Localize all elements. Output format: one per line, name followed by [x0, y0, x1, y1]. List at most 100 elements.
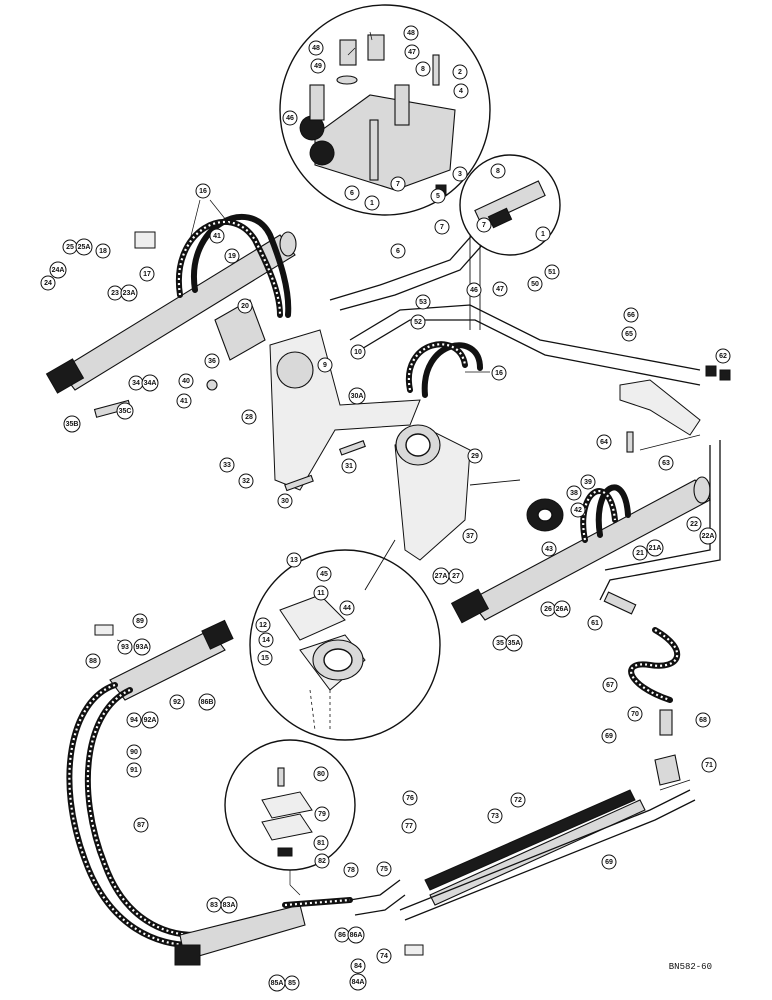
- callout-92: 92: [169, 694, 185, 710]
- callout-7: 7: [476, 217, 492, 233]
- callout-32: 32: [238, 473, 254, 489]
- callout-label: 22A: [702, 533, 715, 540]
- callout-bubble: [646, 539, 664, 557]
- callout-81: 81: [313, 835, 329, 851]
- callout-67: 67: [602, 677, 618, 693]
- callout-bubble: [310, 58, 326, 74]
- callout-28: 28: [241, 409, 257, 425]
- callout-bubble: [308, 40, 324, 56]
- callout-bubble: [178, 373, 194, 389]
- bottom-cylinder-assembly: [66, 619, 424, 966]
- callout-label: 16: [495, 370, 503, 377]
- callout-83: 83: [206, 897, 222, 913]
- middle-hoses-16: [405, 341, 483, 398]
- callout-bubble: [282, 110, 298, 126]
- callout-1: 1: [535, 226, 551, 242]
- callout-bubble: [487, 808, 503, 824]
- callout-bubble: [715, 348, 731, 364]
- callout-46: 46: [282, 110, 298, 126]
- callout-label: 24A: [52, 267, 65, 274]
- callout-49: 49: [310, 58, 326, 74]
- callout-25a: 25A: [75, 238, 93, 256]
- callout-78: 78: [343, 862, 359, 878]
- callout-label: 7: [440, 224, 444, 231]
- callout-65: 65: [621, 326, 637, 342]
- callout-label: 3: [458, 171, 462, 178]
- callout-label: 49: [314, 63, 322, 70]
- callout-bubble: [490, 163, 506, 179]
- callout-label: 83A: [223, 902, 236, 909]
- callout-label: 51: [548, 269, 556, 276]
- callout-label: 19: [228, 253, 236, 260]
- callout-label: 35A: [508, 640, 521, 647]
- callout-52: 52: [410, 314, 426, 330]
- callout-bubble: [544, 264, 560, 280]
- callout-bubble: [623, 307, 639, 323]
- callout-label: 86: [338, 932, 346, 939]
- callout-label: 64: [600, 439, 608, 446]
- callout-bubble: [277, 493, 293, 509]
- callout-bubble: [404, 44, 420, 60]
- callout-bubble: [350, 344, 366, 360]
- callout-label: 69: [605, 733, 613, 740]
- callout-label: 73: [491, 813, 499, 820]
- callout-bubble: [601, 854, 617, 870]
- callout-bubble: [452, 166, 468, 182]
- right-hose-line: [599, 440, 721, 786]
- callout-bubble: [410, 314, 426, 330]
- callout-label: 74: [380, 953, 388, 960]
- callout-34a: 34A: [141, 374, 159, 392]
- callout-bubble: [699, 527, 717, 545]
- callout-77: 77: [401, 818, 417, 834]
- callout-bubble: [430, 188, 446, 204]
- callout-label: 46: [286, 115, 294, 122]
- callout-bubble: [241, 409, 257, 425]
- callout-label: 68: [699, 717, 707, 724]
- callout-label: 37: [466, 533, 474, 540]
- callout-label: 47: [408, 49, 416, 56]
- callout-bubble: [476, 217, 492, 233]
- callout-43: 43: [541, 541, 557, 557]
- callout-label: 4: [459, 88, 463, 95]
- callout-12: 12: [255, 617, 271, 633]
- callout-label: 26: [544, 606, 552, 613]
- callout-bubble: [339, 600, 355, 616]
- callout-1: 1: [364, 195, 380, 211]
- callout-17: 17: [139, 266, 155, 282]
- callout-bubble: [75, 238, 93, 256]
- callout-bubble: [658, 455, 674, 471]
- callout-85: 85: [284, 975, 300, 991]
- callout-bubble: [63, 415, 81, 433]
- callout-bubble: [632, 545, 648, 561]
- long-tubes: [399, 779, 696, 921]
- callout-bubble: [117, 639, 133, 655]
- callout-label: 81: [317, 840, 325, 847]
- control-valve-inset: [279, 4, 491, 216]
- callout-bubble: [390, 243, 406, 259]
- callout-26a: 26A: [553, 600, 571, 618]
- callout-22: 22: [686, 516, 702, 532]
- callout-30: 30: [277, 493, 293, 509]
- callout-bubble: [527, 276, 543, 292]
- callout-label: 1: [541, 231, 545, 238]
- callout-bubble: [376, 861, 392, 877]
- callout-label: 44: [343, 605, 351, 612]
- callout-bubble: [133, 817, 149, 833]
- callout-bubble: [415, 61, 431, 77]
- callout-38: 38: [566, 485, 582, 501]
- callout-bubble: [364, 195, 380, 211]
- callout-label: 93: [121, 644, 129, 651]
- callout-bubble: [570, 502, 586, 518]
- callout-84a: 84A: [349, 973, 367, 991]
- callout-44: 44: [339, 600, 355, 616]
- callout-bubble: [350, 958, 366, 974]
- callout-bubble: [601, 728, 617, 744]
- callout-bubble: [219, 457, 235, 473]
- callout-21: 21: [632, 545, 648, 561]
- callout-bubble: [238, 473, 254, 489]
- callout-label: 21A: [649, 545, 662, 552]
- callout-bubble: [349, 973, 367, 991]
- callout-label: 69: [605, 859, 613, 866]
- callout-label: 41: [180, 398, 188, 405]
